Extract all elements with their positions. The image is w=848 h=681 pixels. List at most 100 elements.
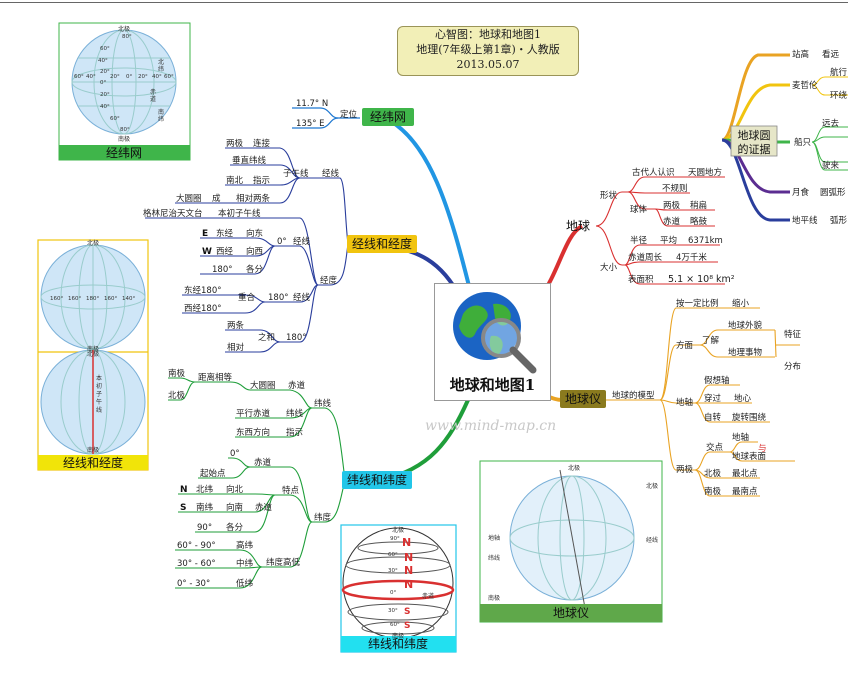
node-zhengju xyxy=(730,125,778,157)
branch-weixian xyxy=(379,399,470,482)
dqy-dz: 地轴 xyxy=(676,397,693,408)
pj-n8: 80° xyxy=(120,127,130,133)
wx-cd: 赤道 xyxy=(288,380,306,391)
pj-n1: 60° xyxy=(100,46,110,52)
dqy-xzwr: 旋转围绕 xyxy=(732,412,767,423)
pwx-s0: S xyxy=(404,607,410,617)
wx-pxcd: 平行赤道 xyxy=(236,408,271,419)
zj-hx: 航行 xyxy=(830,67,848,78)
dq-ty: 天圆地方 xyxy=(688,167,722,178)
dq-cd: 赤道 xyxy=(663,216,681,227)
jx-xx: 向西 xyxy=(246,246,263,257)
wx-d90: 90° xyxy=(197,523,212,533)
pj-n7: 60° xyxy=(110,116,120,122)
pic-cap-diqiuyi: 地球仪 xyxy=(553,606,589,620)
dqy-fm: 方面 xyxy=(676,340,694,351)
dq-v4w: 4万千米 xyxy=(676,252,707,263)
zj-dg: 站高 xyxy=(792,49,809,60)
dq-lg: 略鼓 xyxy=(690,216,708,227)
wx-xn: 向南 xyxy=(226,502,243,513)
jx-i6: 成 xyxy=(212,193,221,204)
jx-i0: 两极 xyxy=(226,138,244,149)
pdq-l1: 地轴 xyxy=(488,534,500,542)
pwx-b0: N xyxy=(402,536,411,549)
wx-zs: 指示 xyxy=(286,427,303,438)
jx-jd: 经度 xyxy=(320,275,338,286)
pj-m1: 纬 xyxy=(158,65,164,73)
pj-l3: 0° xyxy=(126,74,132,80)
wx-wx2: 纬线 xyxy=(286,408,304,419)
node-diqiuyi-text: 地球仪 xyxy=(565,392,601,406)
zj-hx2: 弧形 xyxy=(830,215,848,226)
jx-zh: 之和 xyxy=(258,332,275,343)
dq-lj: 两极 xyxy=(663,200,681,211)
pwx-b1: N xyxy=(404,551,413,564)
node-diqiu: 地球 xyxy=(566,219,590,233)
pj-s: 南极 xyxy=(118,135,130,143)
pwx-b3: N xyxy=(404,578,413,591)
dq-pj: 平均 xyxy=(660,235,677,246)
jx-zwx: 子午线 xyxy=(283,168,309,179)
pjx-l3: 160° xyxy=(104,296,117,302)
wx-bw: 北纬 xyxy=(196,484,214,495)
jx-i5: 大圆圈 xyxy=(176,193,202,204)
wx-cd2: 赤道 xyxy=(254,457,272,468)
dq-sb: 稍扁 xyxy=(690,200,707,211)
node-jwwang-text: 经纬网 xyxy=(370,110,406,124)
zj-yh: 圆弧形 xyxy=(820,187,846,198)
wx-bj: 北极 xyxy=(168,390,186,401)
zj-dpx: 地平线 xyxy=(792,215,818,226)
zj-ys: 月食 xyxy=(792,187,810,198)
wx-jlxd: 距离相等 xyxy=(198,372,233,383)
wx-wd: 纬度 xyxy=(314,512,332,523)
wx-cd3: 赤道 xyxy=(255,502,273,513)
jx-dj: 东经 xyxy=(216,228,234,239)
wx-s: S xyxy=(180,503,186,513)
pic-cap-jingxian: 经线和经度 xyxy=(63,455,123,470)
jx-w: W xyxy=(202,247,212,257)
jx-xj: 西经 xyxy=(216,246,234,257)
pjx-n2: 北极 xyxy=(87,350,99,358)
dq-bgz: 不规则 xyxy=(662,183,688,194)
pwx-n1: 60° xyxy=(388,552,398,558)
pj-l2: 20° xyxy=(110,74,120,80)
pdq-s: 南极 xyxy=(488,594,500,602)
dqy-tz: 特征 xyxy=(784,329,802,340)
pj-n2: 40° xyxy=(98,58,108,64)
magnifier-globe-icon xyxy=(453,292,537,374)
pdq-n: 北极 xyxy=(568,464,580,472)
jx-i1: 连接 xyxy=(253,138,271,149)
jx-jx3: 经线 xyxy=(293,292,311,303)
dq-bmj: 表面积 xyxy=(628,274,654,285)
jw-dingwei: 定位 xyxy=(340,109,358,120)
pj-l1: 40° xyxy=(86,74,96,80)
wx-td: 特点 xyxy=(282,485,300,496)
pj-m2: 赤 xyxy=(150,89,156,96)
jwwang-lines xyxy=(292,107,360,129)
zj-hr: 环绕 xyxy=(830,90,848,101)
picture-weixian xyxy=(340,524,457,653)
jx-bcz2: 本初子午线 xyxy=(218,208,261,219)
dqy-mx: 地球的模型 xyxy=(612,390,655,401)
pj-n6: 40° xyxy=(100,104,110,110)
dq-qt: 球体 xyxy=(630,204,648,215)
jx-jx: 经线 xyxy=(322,168,340,179)
pj-m3: 道 xyxy=(150,95,156,103)
pj-n3: 20° xyxy=(100,69,110,75)
wx-d0: 0° xyxy=(230,449,240,459)
jx-d180: 180° xyxy=(212,265,232,275)
pjx-m0: 本 xyxy=(96,374,102,382)
pdq-r1: 北极 xyxy=(646,482,658,490)
pdq-r2: 经线 xyxy=(646,536,658,544)
zj-yq: 远去 xyxy=(822,118,840,129)
dqy-lj: 了解 xyxy=(702,335,720,346)
dq-vmj: 5.1 × 10⁸ km² xyxy=(668,274,735,285)
jx-i3: 南北 xyxy=(226,175,244,186)
pj-l6: 60° xyxy=(164,74,174,80)
dqy-y: 与 xyxy=(758,444,767,454)
watermark: www.mind-map.cn xyxy=(425,418,557,434)
picture-jingwei xyxy=(58,22,191,161)
wx-wdgd: 纬度高低 xyxy=(266,557,301,568)
picture-jingxian xyxy=(37,239,149,471)
